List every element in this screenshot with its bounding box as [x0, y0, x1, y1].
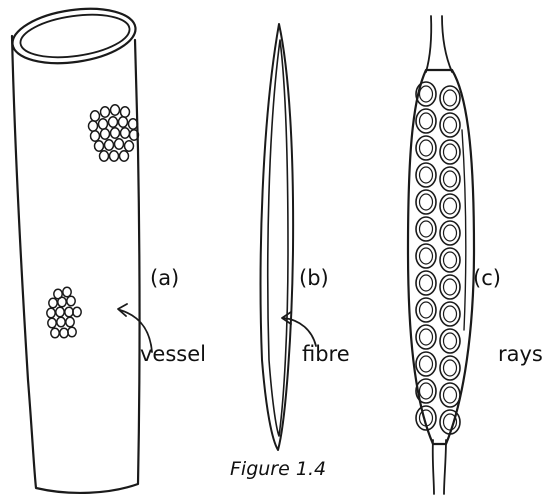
ray-cell-lumen [420, 113, 433, 129]
vessel-pit [68, 327, 76, 337]
figure-caption: Figure 1.4 [230, 458, 326, 480]
ray-cell-lumen [444, 144, 457, 160]
ray-cell-lumen [420, 275, 433, 291]
vessel-pit [120, 151, 129, 161]
ray-cell-lumen [444, 225, 457, 241]
ray-cell-lumen [420, 383, 433, 399]
vessel-pit [63, 287, 71, 297]
ray-tail-top-right [442, 16, 452, 72]
label-rays: rays [498, 342, 543, 366]
vessel-pit [101, 107, 110, 117]
ray-cell-lumen [444, 387, 457, 403]
vessel-pit [47, 308, 55, 318]
vessel-pit [100, 151, 109, 161]
vessel-pit [121, 128, 130, 138]
vessel-outline [12, 36, 140, 493]
vessel-pit [49, 298, 57, 308]
vessel-pit [73, 307, 81, 317]
vessel-pit [111, 105, 120, 115]
vessel-pit [89, 121, 98, 131]
vessel-pit [110, 151, 119, 161]
vessel-drawing [9, 2, 152, 493]
vessel-pit-cluster-lower [47, 287, 81, 338]
vessel-pit [115, 139, 124, 149]
ray-cell-lumen [444, 171, 457, 187]
vessel-pit [67, 296, 75, 306]
ray-cell-lumen [444, 252, 457, 268]
vessel-rim-inner [18, 9, 132, 64]
vessel-pit [101, 129, 110, 139]
ray-cell-lumen [420, 248, 433, 264]
vessel-pit [58, 297, 66, 307]
label-fibre: fibre [302, 342, 350, 366]
label-c: (c) [473, 266, 501, 290]
ray-cell-lumen [444, 198, 457, 214]
label-b: (b) [299, 266, 329, 290]
vessel-pit [125, 141, 134, 151]
fibre-inner-wall [268, 40, 288, 436]
ray-cell-lumen [444, 333, 457, 349]
ray-cell-lumen [420, 194, 433, 210]
vessel-pit [105, 140, 114, 150]
ray-tail-bottom-left [433, 440, 434, 494]
label-a: (a) [150, 266, 179, 290]
ray-cell-lumen [420, 302, 433, 318]
ray-cell-lumen [444, 279, 457, 295]
ray-cell-lumen [420, 167, 433, 183]
vessel-pit-cluster-upper [89, 105, 139, 161]
vessel-pit [60, 328, 68, 338]
ray-cells [416, 82, 460, 434]
ray-inner-line [462, 130, 466, 330]
ray-tail-top-left [426, 16, 431, 72]
vessel-pit [66, 317, 74, 327]
ray-cell-lumen [444, 117, 457, 133]
ray-cell-lumen [444, 360, 457, 376]
ray-tail-bottom-right [444, 440, 446, 494]
ray-cell-lumen [420, 329, 433, 345]
vessel-pit [57, 317, 65, 327]
vessel-pit [56, 307, 64, 317]
vessel-pit [91, 131, 100, 141]
label-vessel: vessel [140, 342, 206, 366]
ray-cell-lumen [444, 90, 457, 106]
vessel-pit [95, 141, 104, 151]
vessel-pit [129, 119, 138, 129]
fibre-drawing [261, 24, 316, 450]
ray-cell-lumen [420, 86, 433, 102]
ray-cell-lumen [444, 306, 457, 322]
vessel-pit [119, 117, 128, 127]
vessel-pit [99, 119, 108, 129]
ray-cell-lumen [420, 140, 433, 156]
vessel-pit [51, 328, 59, 338]
vessel-pit [121, 107, 130, 117]
vessel-pit [48, 318, 56, 328]
vessel-pit [109, 117, 118, 127]
vessel-rim-outer [9, 2, 139, 71]
vessel-pit [91, 111, 100, 121]
ray-cell-lumen [420, 221, 433, 237]
ray-cell-lumen [420, 356, 433, 372]
vessel-pit [65, 307, 73, 317]
ray-drawing [408, 16, 474, 494]
vessel-pit [111, 128, 120, 138]
